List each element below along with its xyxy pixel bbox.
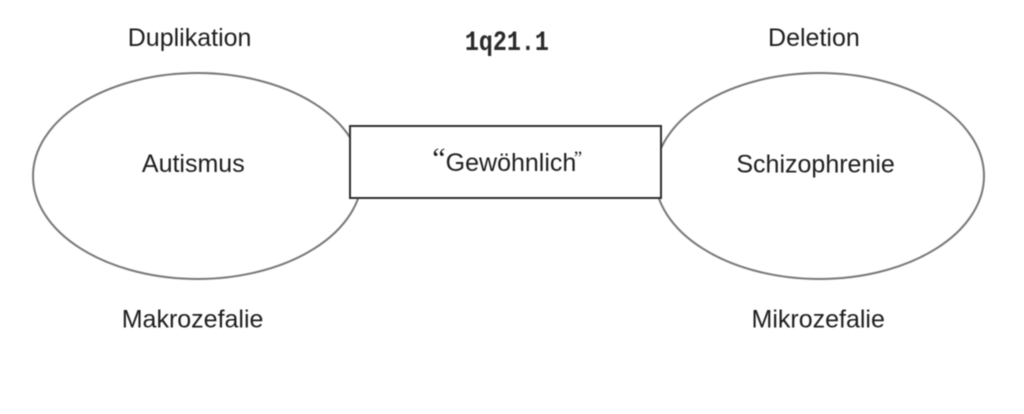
svg-text:Deletion: Deletion	[768, 24, 860, 52]
svg-text:Duplikation: Duplikation	[128, 24, 252, 52]
svg-text:”: ”	[574, 148, 582, 169]
svg-text:Gewöhnlich: Gewöhnlich	[446, 149, 577, 177]
svg-text:Mikrozefalie: Mikrozefalie	[752, 305, 885, 333]
svg-text:Makrozefalie: Makrozefalie	[122, 305, 264, 333]
svg-text:“: “	[432, 142, 445, 175]
svg-text:Autismus: Autismus	[142, 150, 245, 178]
svg-text:Schizophrenie: Schizophrenie	[736, 150, 894, 178]
svg-text:1q21.1: 1q21.1	[465, 28, 549, 59]
